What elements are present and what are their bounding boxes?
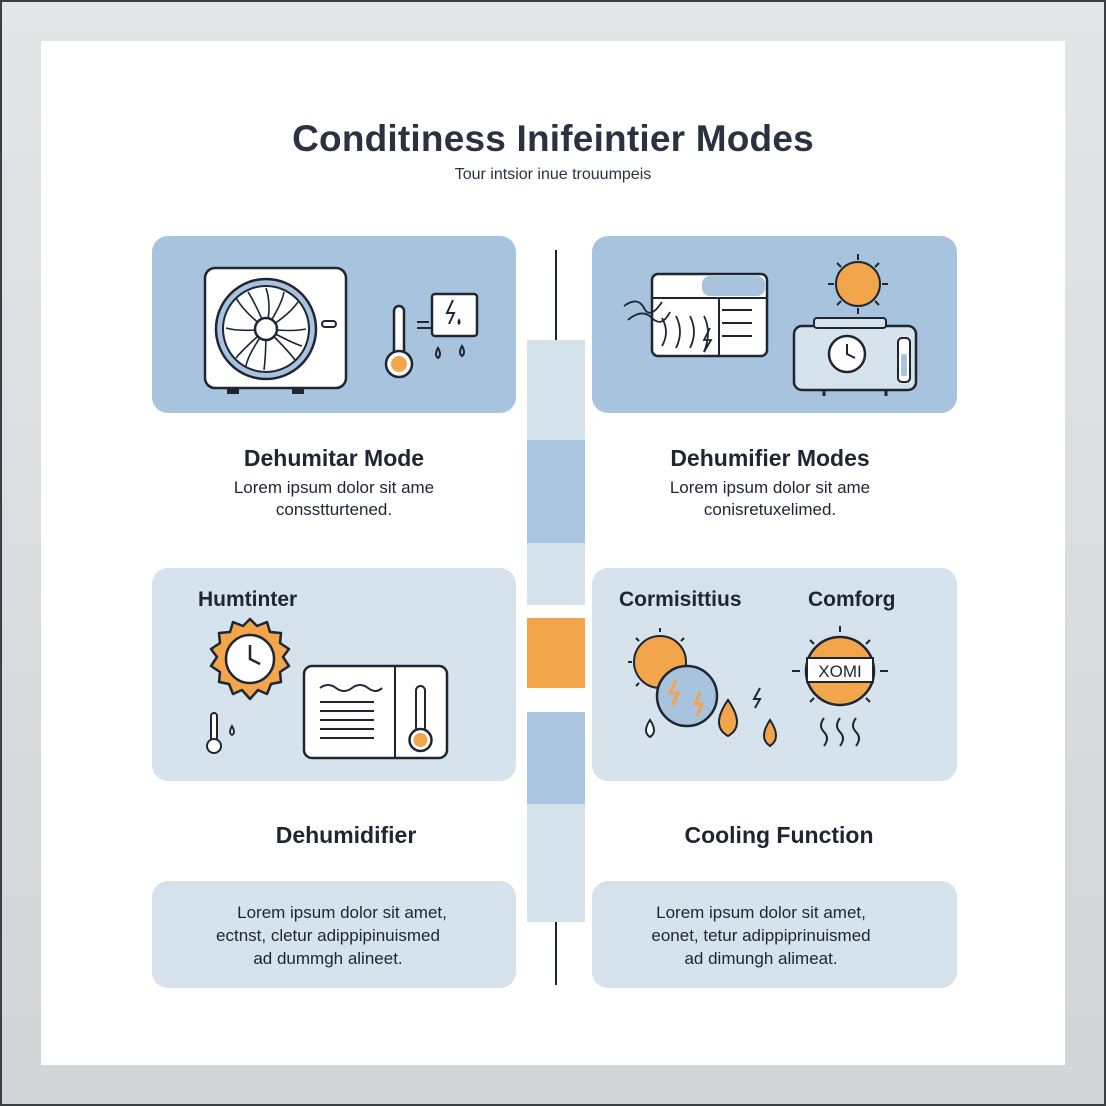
- desc-left-line2: ectnst, cletur adippipinuismed: [216, 926, 440, 945]
- desc-right-line1: Lorem ipsum dolor sit amet,: [656, 903, 866, 922]
- mode-body-top-right-line1: Lorem ipsum dolor sit ame: [669, 478, 871, 497]
- mode-title-top-right: Dehumifier Modes: [670, 445, 870, 471]
- page-title: Conditiness Inifeintier Modes: [292, 118, 814, 159]
- mode-body-top-right-line2: conisretuxelimed.: [703, 500, 837, 519]
- mode-title-top-left: Dehumitar Mode: [243, 445, 425, 471]
- mode-body-top-left-line2: consstturtened.: [275, 500, 393, 519]
- panel-outdoor-unit: [152, 236, 516, 413]
- panel-humidity-control: Humtinter: [152, 568, 516, 781]
- desc-left-line1: Lorem ipsum dolor sit amet,: [237, 903, 447, 922]
- bottom-title-left: Dehumidifier: [275, 822, 417, 848]
- panel-label-cormisittius: Cormisittius: [619, 588, 742, 611]
- panel-indoor-unit: [592, 236, 957, 413]
- desc-right-line3: ad dimungh alimeat.: [684, 949, 838, 968]
- mode-body-top-left-line1: Lorem ipsum dolor sit ame: [233, 478, 435, 497]
- bottom-title-right: Cooling Function: [684, 822, 874, 848]
- center-divider: [527, 250, 585, 985]
- panel-label-comforg: Comforg: [808, 588, 896, 611]
- panel-desc-left: Lorem ipsum dolor sit amet, ectnst, clet…: [152, 881, 516, 988]
- desc-right-line2: eonet, tetur adippiprinuismed: [651, 926, 871, 945]
- desc-left-line3: ad dummgh alineet.: [253, 949, 403, 968]
- panel-desc-right: Lorem ipsum dolor sit amet, eonet, tetur…: [592, 881, 957, 988]
- comfort-badge-text: XOMI: [818, 662, 861, 681]
- panel-comfort: Cormisittius Comforg XOMI: [592, 568, 957, 781]
- page-subtitle: Tour intsior inue trouumpeis: [454, 166, 652, 183]
- panel-label-humtinter: Humtinter: [198, 588, 298, 611]
